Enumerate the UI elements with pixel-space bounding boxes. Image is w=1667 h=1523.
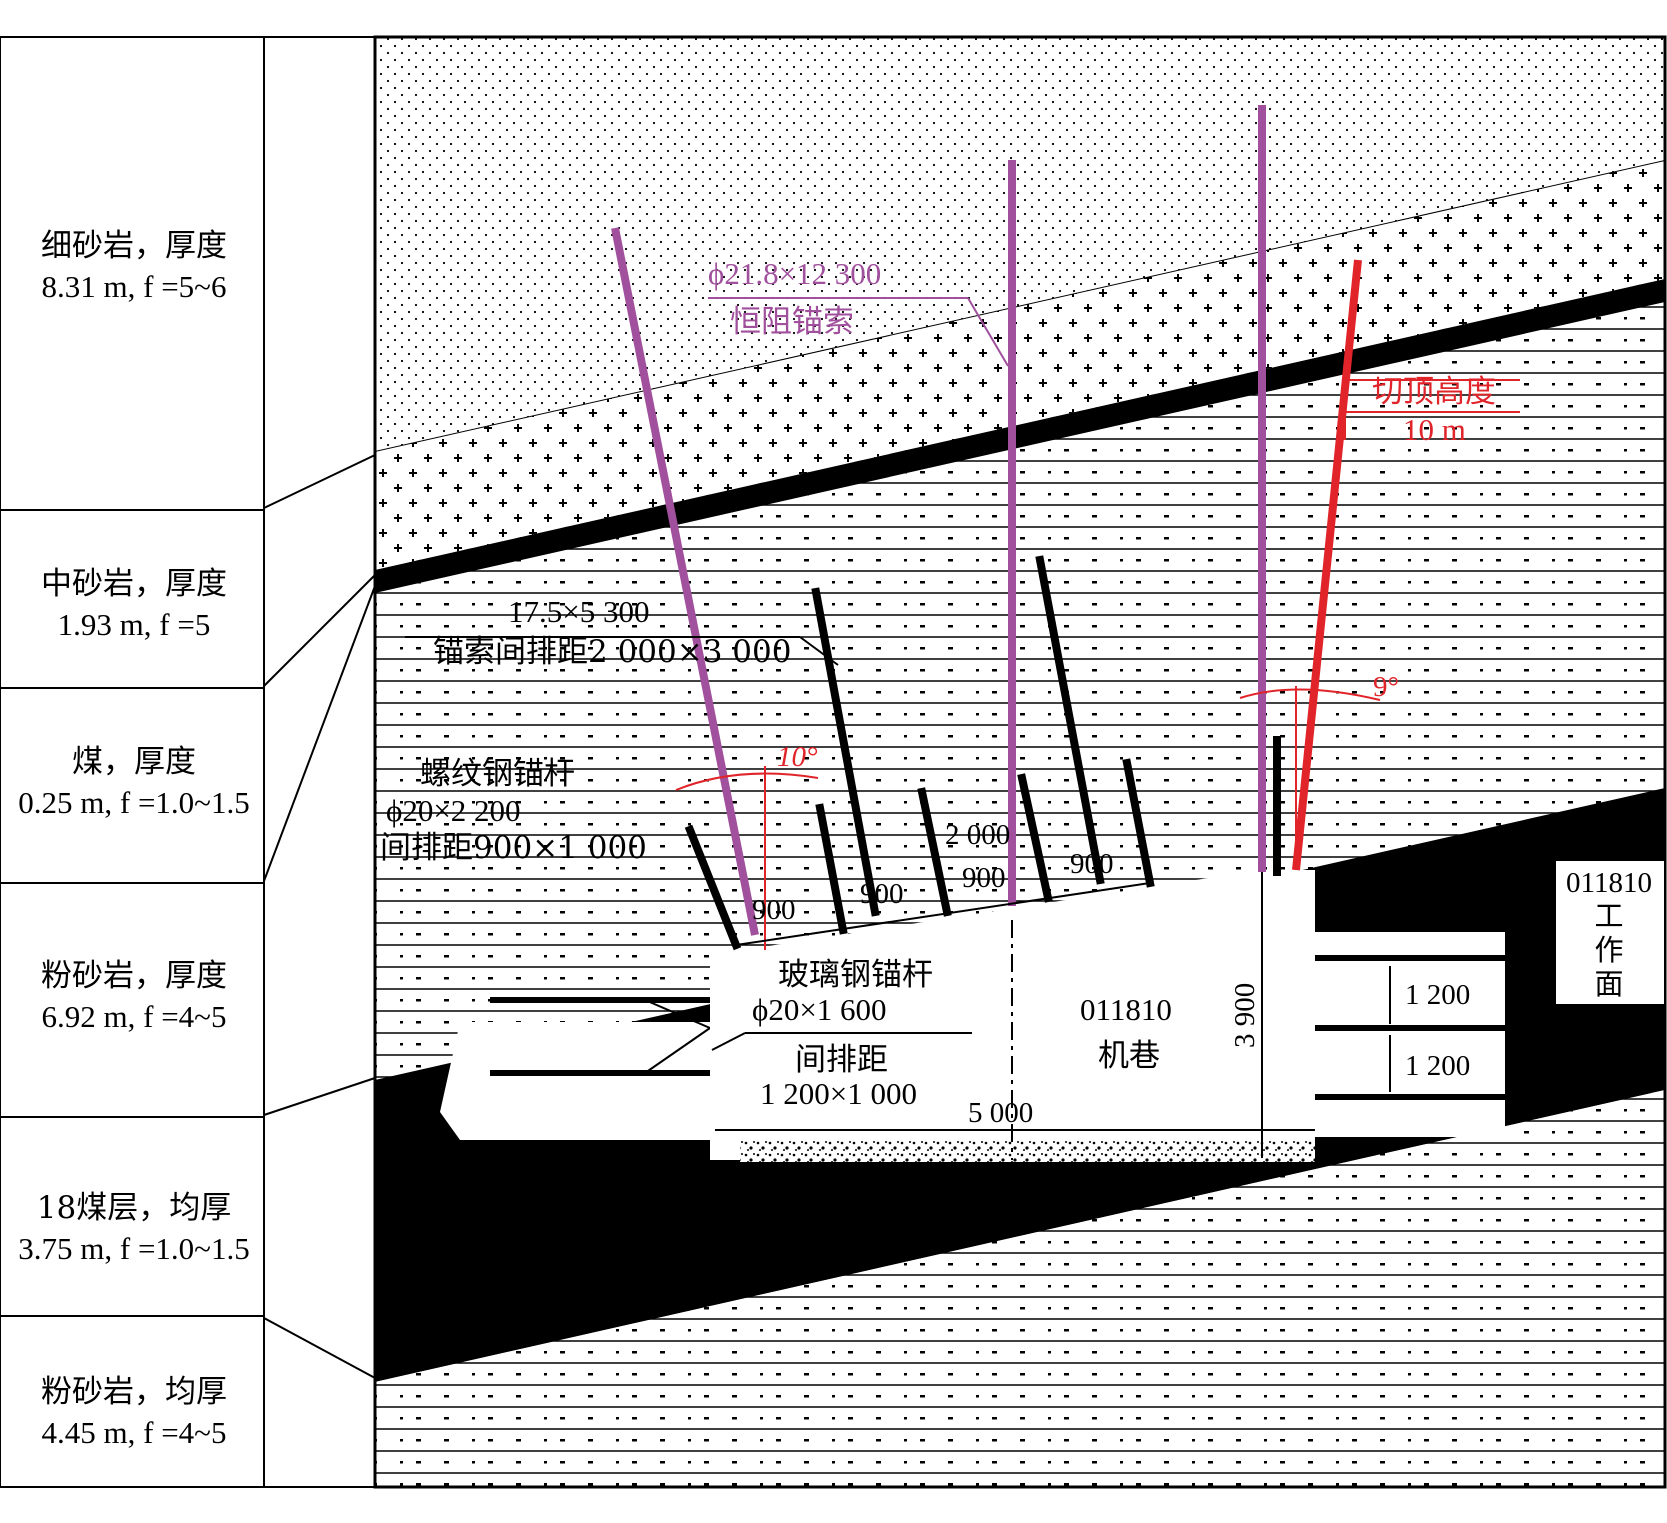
legend-props-thin-coal: 0.25 m, f =1.0~1.5 <box>18 785 249 820</box>
legend-props-siltstone-floor: 4.45 m, f =4~5 <box>42 1415 227 1450</box>
gfrp-spec-label: ϕ20×1 600 <box>752 992 887 1027</box>
anchor-cables <box>611 105 1266 936</box>
bolt <box>815 803 848 935</box>
roof-cut-line <box>675 259 1520 950</box>
legend-name-thin-coal: 煤，厚度 <box>72 744 196 780</box>
dim-width-label: 5 000 <box>968 1097 1033 1129</box>
fine-sandstone-layer <box>375 37 1665 452</box>
face-char-3: 面 <box>1594 967 1623 1001</box>
anchor-spacing-label: 锚索间排距2 000×3 000 <box>433 634 791 670</box>
bolt-spacing-label: 间排距900×1 000 <box>380 830 647 866</box>
dim-height-label: 3 900 <box>1229 983 1261 1048</box>
label-leader-lines <box>405 297 1009 1051</box>
left-gob-area <box>440 997 711 1140</box>
legend-props-medium-sandstone: 1.93 m, f =5 <box>58 607 211 642</box>
dim-spacing-1-label: 1 200 <box>1405 979 1470 1011</box>
medium-sandstone-layer <box>375 161 1665 570</box>
dim-900-a-label: 900 <box>752 894 796 926</box>
angle-left-label: 10° <box>777 741 818 773</box>
dim-900-b-label: 900 <box>860 878 904 910</box>
angle-right-label: 9° <box>1373 671 1399 703</box>
face-id-label: 011810 <box>1566 867 1652 899</box>
thin-coal-band <box>375 279 1665 593</box>
legend-name-fine-sandstone: 细砂岩，厚度 <box>41 228 227 264</box>
gfrp-name-label: 玻璃钢锚杆 <box>778 957 933 993</box>
roadway-011810 <box>710 859 1666 1162</box>
legend-leader-lines <box>263 454 376 1379</box>
dim-900-c-label: 900 <box>962 862 1006 894</box>
working-face-box <box>1554 859 1666 1006</box>
legend-name-siltstone-floor: 粉砂岩，均厚 <box>41 1374 227 1410</box>
anchor-spec-label: 17.5×5 300 <box>508 594 649 629</box>
gfrp-spacing-title-label: 间排距 <box>795 1042 888 1078</box>
roadway-floor-gravel <box>740 1140 1315 1162</box>
floor-siltstone-layer <box>375 1090 1665 1487</box>
dim-spacing-2-label: 1 200 <box>1405 1050 1470 1082</box>
bolt <box>1017 773 1053 903</box>
bolt <box>811 587 880 917</box>
legend-props-coal-seam-18: 3.75 m, f =1.0~1.5 <box>18 1231 249 1266</box>
roadway-id-label: 011810 <box>1080 992 1172 1027</box>
diagram-labels: ϕ21.8×12 300 恒阻锚索 切顶高度 10 m 17.5×5 300 锚… <box>380 256 1652 1129</box>
legend-name-coal-seam-18: 18煤层，均厚 <box>37 1190 231 1226</box>
roadway-name-label: 机巷 <box>1098 1038 1160 1074</box>
bolt-name-label: 螺纹钢锚杆 <box>420 756 575 792</box>
cut-title-label: 切顶高度 <box>1372 374 1496 410</box>
rebar-bolts <box>684 555 1281 951</box>
legend-props-fine-sandstone: 8.31 m, f =5~6 <box>42 269 227 304</box>
bolt <box>1035 555 1105 885</box>
legend-name-medium-sandstone: 中砂岩，厚度 <box>41 566 227 602</box>
bolt-spec-label: ϕ20×2 200 <box>386 793 521 828</box>
dim-2000-label: 2 000 <box>945 819 1010 851</box>
gfrp-spacing-label: 1 200×1 000 <box>760 1076 917 1111</box>
bolt <box>684 824 742 951</box>
cut-height-label: 10 m <box>1403 412 1466 447</box>
strata-legend: 细砂岩，厚度 8.31 m, f =5~6 中砂岩，厚度 1.93 m, f =… <box>0 36 376 1488</box>
legend-props-siltstone-roof: 6.92 m, f =4~5 <box>42 999 227 1034</box>
cable-name-label: 恒阻锚索 <box>730 304 854 340</box>
bolt <box>917 787 952 917</box>
face-char-2: 作 <box>1594 933 1623 967</box>
dimension-lines <box>715 872 1391 1158</box>
dim-900-d-label: 900 <box>1070 848 1114 880</box>
face-char-1: 工 <box>1594 899 1623 933</box>
legend-name-siltstone-roof: 粉砂岩，厚度 <box>41 958 227 994</box>
cable-left <box>611 227 759 936</box>
bolt <box>1122 758 1155 888</box>
cable-spec-label: ϕ21.8×12 300 <box>708 256 881 291</box>
